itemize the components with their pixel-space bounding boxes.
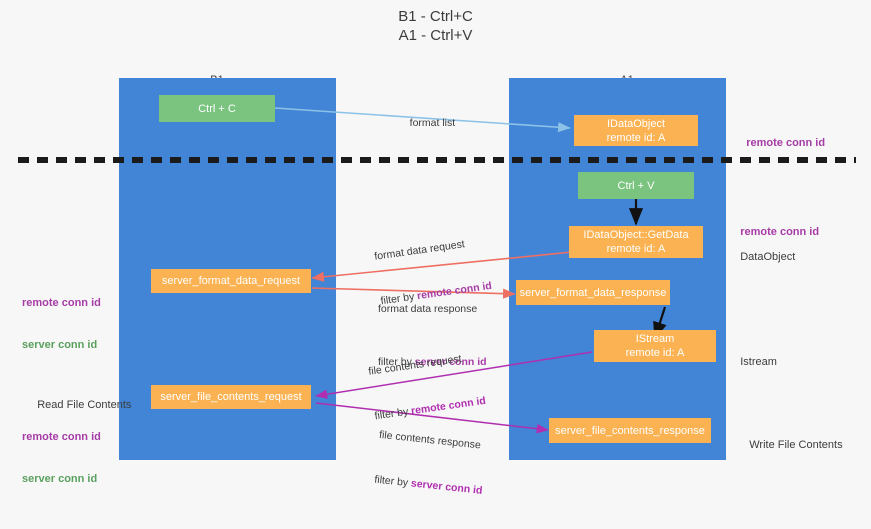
side-label-istream-text: Istream — [740, 356, 777, 368]
side-label-remote-conn-id-top-text: remote conn id — [746, 137, 826, 149]
side-label-dataobject: DataObject — [728, 236, 795, 278]
diagram-title-line1: B1 - Ctrl+C — [398, 8, 473, 25]
edge-label-format-data-request-line1: format data request — [373, 238, 466, 263]
diagram-title: B1 - Ctrl+C A1 - Ctrl+V — [0, 7, 871, 45]
node-server-file-contents-request-label: server_file_contents_request — [160, 391, 302, 403]
edge-label-format-list-line1: format list — [409, 117, 456, 129]
node-server-file-contents-response-label: server_file_contents_response — [555, 424, 705, 437]
node-idataobject-label: IDataObject — [606, 117, 666, 130]
side-label-remote-conn-id-mid-text: remote conn id — [740, 226, 820, 238]
edge-label-file-contents-response-line1: file contents response — [378, 428, 482, 452]
node-getdata-label: IDataObject::GetData — [583, 229, 689, 241]
node-ctrl-v-label: Ctrl + V — [617, 179, 655, 192]
node-server-file-contents-response[interactable]: server_file_contents_response — [549, 418, 711, 443]
node-istream-sub: remote id: A — [625, 347, 685, 359]
side-label-mid-server-conn-id: server conn id — [22, 339, 98, 351]
edge-label-format-data-response-line2: filter by server conn id — [378, 355, 487, 370]
node-server-format-data-response-label: server_format_data_response — [519, 286, 667, 299]
side-label-write-file-contents: Write File Contents — [737, 424, 843, 466]
side-label-bottom-remote-conn-id: remote conn id — [22, 431, 101, 443]
side-label-remote-conn-id-top: remote conn id — [734, 122, 825, 164]
edge-label-format-data-response-emph: server conn id — [414, 356, 487, 368]
edge-label-file-contents-response: file contents response filter by server … — [370, 398, 490, 529]
node-server-file-contents-request[interactable]: server_file_contents_request — [151, 385, 311, 409]
side-label-istream: Istream — [728, 341, 777, 383]
section-divider — [18, 157, 856, 163]
side-label-remote-conn-id-mid: remote conn id — [728, 211, 819, 253]
edge-label-file-contents-response-emph: server conn id — [410, 477, 484, 497]
side-label-dataobject-text: DataObject — [740, 251, 796, 263]
edge-label-file-contents-response-line2: filter by server conn id — [374, 473, 484, 499]
node-server-format-data-request[interactable]: server_format_data_request — [151, 269, 311, 293]
node-server-format-data-response[interactable]: server_format_data_response — [516, 280, 670, 305]
node-server-format-data-request-label: server_format_data_request — [161, 275, 301, 287]
diagram-canvas: B1 - Ctrl+C A1 - Ctrl+V B1 connection A1… — [0, 7, 871, 497]
side-label-bottom-conn-ids: remote conn id server conn id — [22, 402, 101, 514]
side-label-bottom-server-conn-id: server conn id — [22, 473, 98, 485]
side-label-read-file-contents-text: Read File Contents — [37, 399, 132, 411]
side-label-mid-conn-ids: remote conn id server conn id — [22, 268, 101, 380]
side-label-mid-remote-conn-id: remote conn id — [22, 297, 101, 309]
side-label-read-file-contents: Read File Contents — [25, 384, 131, 426]
node-ctrl-c[interactable]: Ctrl + C — [159, 95, 275, 122]
edge-label-file-contents-request-line1: file contents request — [367, 352, 463, 378]
node-idataobject[interactable]: IDataObject remote id: A — [574, 115, 698, 146]
node-ctrl-v[interactable]: Ctrl + V — [578, 172, 694, 199]
node-getdata-sub: remote id: A — [606, 243, 666, 255]
node-idataobject-getdata[interactable]: IDataObject::GetData remote id: A — [569, 226, 703, 258]
node-idataobject-sub: remote id: A — [606, 131, 666, 144]
edge-label-format-data-response-line1: format data response — [378, 303, 478, 315]
node-istream[interactable]: IStream remote id: A — [594, 330, 716, 362]
edge-label-format-list: format list — [398, 101, 456, 146]
node-istream-label: IStream — [635, 333, 675, 345]
side-label-write-file-contents-text: Write File Contents — [749, 439, 843, 451]
edge-label-format-data-response: format data response filter by server co… — [378, 272, 487, 400]
node-ctrl-c-label: Ctrl + C — [198, 102, 236, 115]
edge-label-file-contents-response-prefix: filter by — [373, 473, 412, 490]
diagram-title-line2: A1 - Ctrl+V — [398, 27, 473, 44]
edge-label-format-data-response-prefix: filter by — [378, 356, 415, 368]
